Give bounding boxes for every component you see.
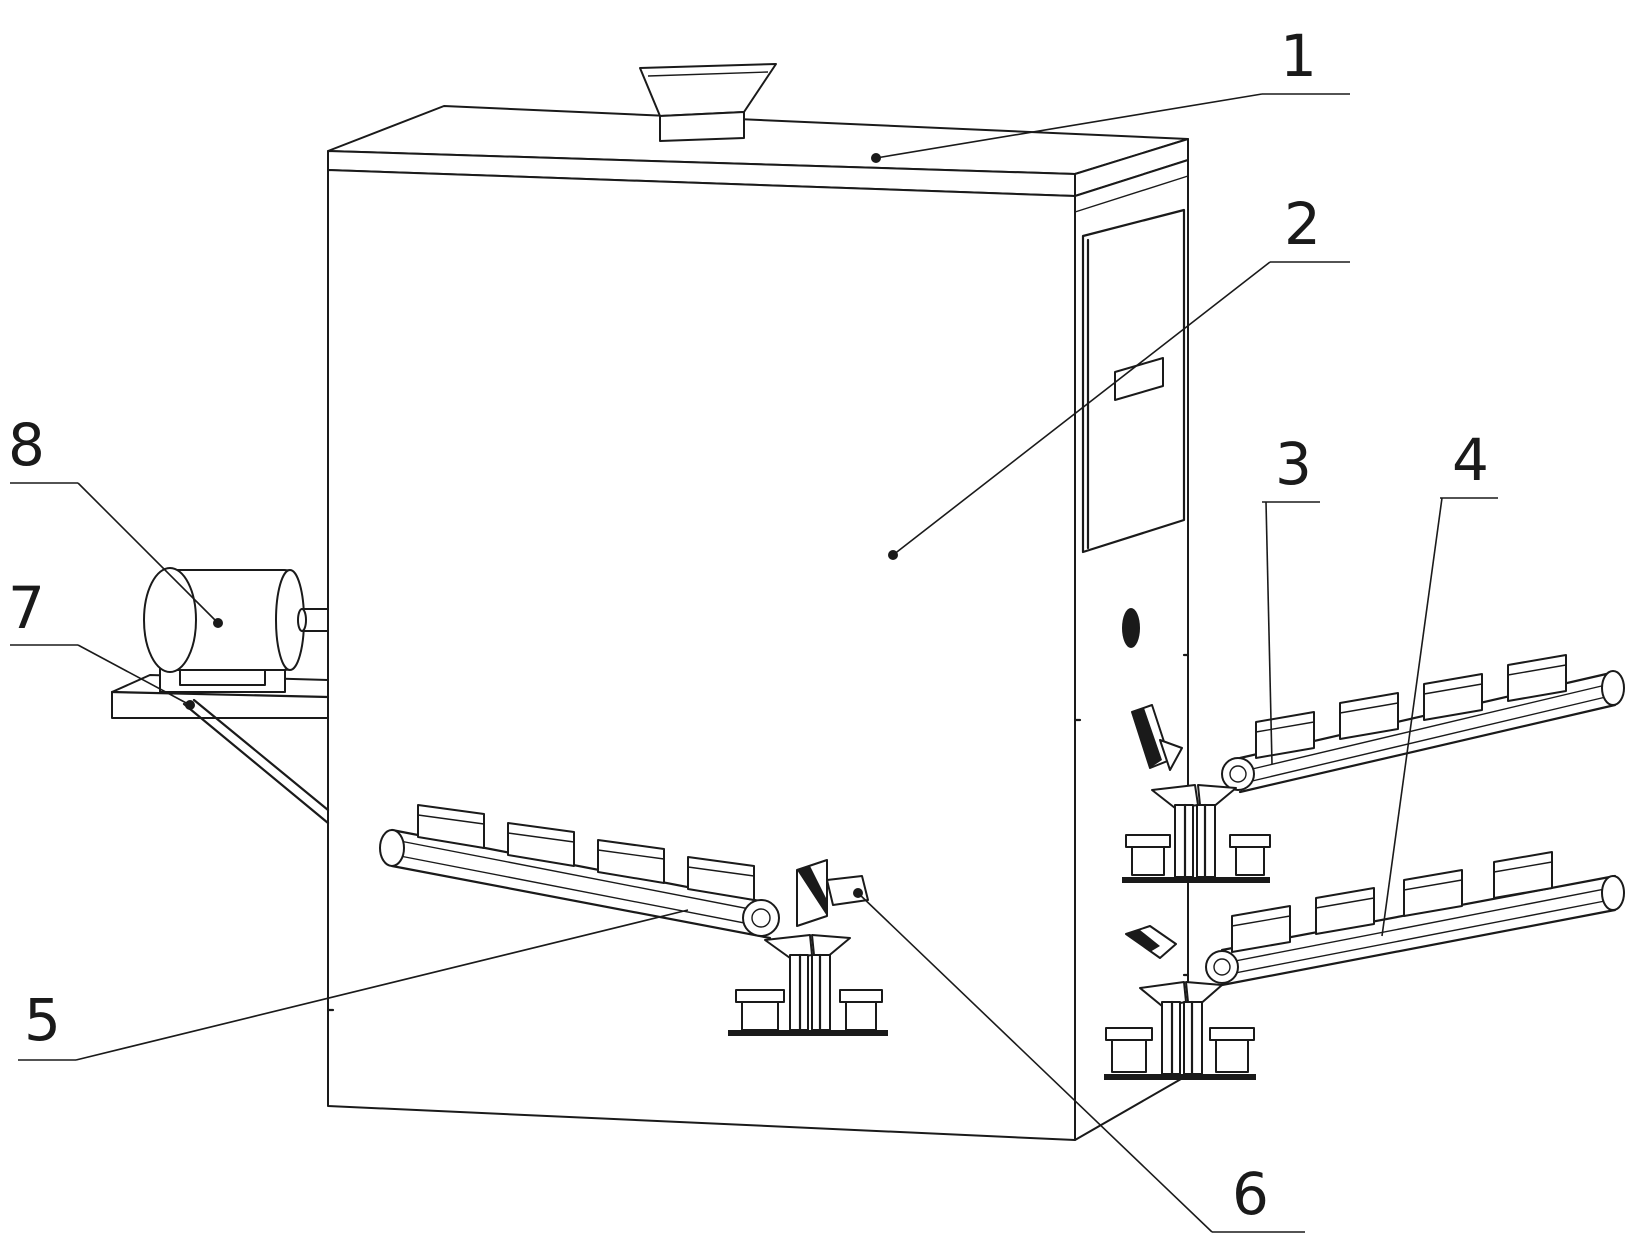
conveyor-3-right-roller xyxy=(1602,671,1624,705)
conveyor-4-box-1 xyxy=(1232,906,1290,952)
side-oval-port xyxy=(1122,608,1140,648)
conveyor-3-box-2 xyxy=(1340,693,1398,739)
conveyor-3-box-1 xyxy=(1256,712,1314,758)
conveyor-3-left-roller xyxy=(1222,758,1254,790)
callout-8: 8 xyxy=(8,411,45,479)
callout-6: 6 xyxy=(1232,1160,1269,1228)
conveyor-4-box-3 xyxy=(1404,870,1462,916)
cabinet xyxy=(328,106,1188,1140)
conveyor-4-right-roller xyxy=(1602,876,1624,910)
conveyor-3-box-4 xyxy=(1508,655,1566,701)
conveyor-4-box-4 xyxy=(1494,852,1552,898)
callout-4: 4 xyxy=(1452,426,1489,494)
callout-1: 1 xyxy=(1280,22,1317,90)
conveyor-4-left-roller xyxy=(1206,951,1238,983)
conveyor-4-box-2 xyxy=(1316,888,1374,934)
callout-2: 2 xyxy=(1284,190,1321,258)
conveyor-5-right-roller xyxy=(743,900,779,936)
callout-7: 7 xyxy=(8,574,45,642)
conveyor-5-left-roller xyxy=(380,830,404,866)
callout-5: 5 xyxy=(24,986,61,1054)
conveyor-4 xyxy=(1206,852,1624,985)
conveyor-3-box-3 xyxy=(1424,674,1482,720)
callout-3: 3 xyxy=(1275,430,1312,498)
motor-end-cap xyxy=(144,568,196,672)
motor-assembly xyxy=(112,568,328,823)
hopper-neck xyxy=(660,112,744,141)
conveyor-3 xyxy=(1222,655,1624,792)
